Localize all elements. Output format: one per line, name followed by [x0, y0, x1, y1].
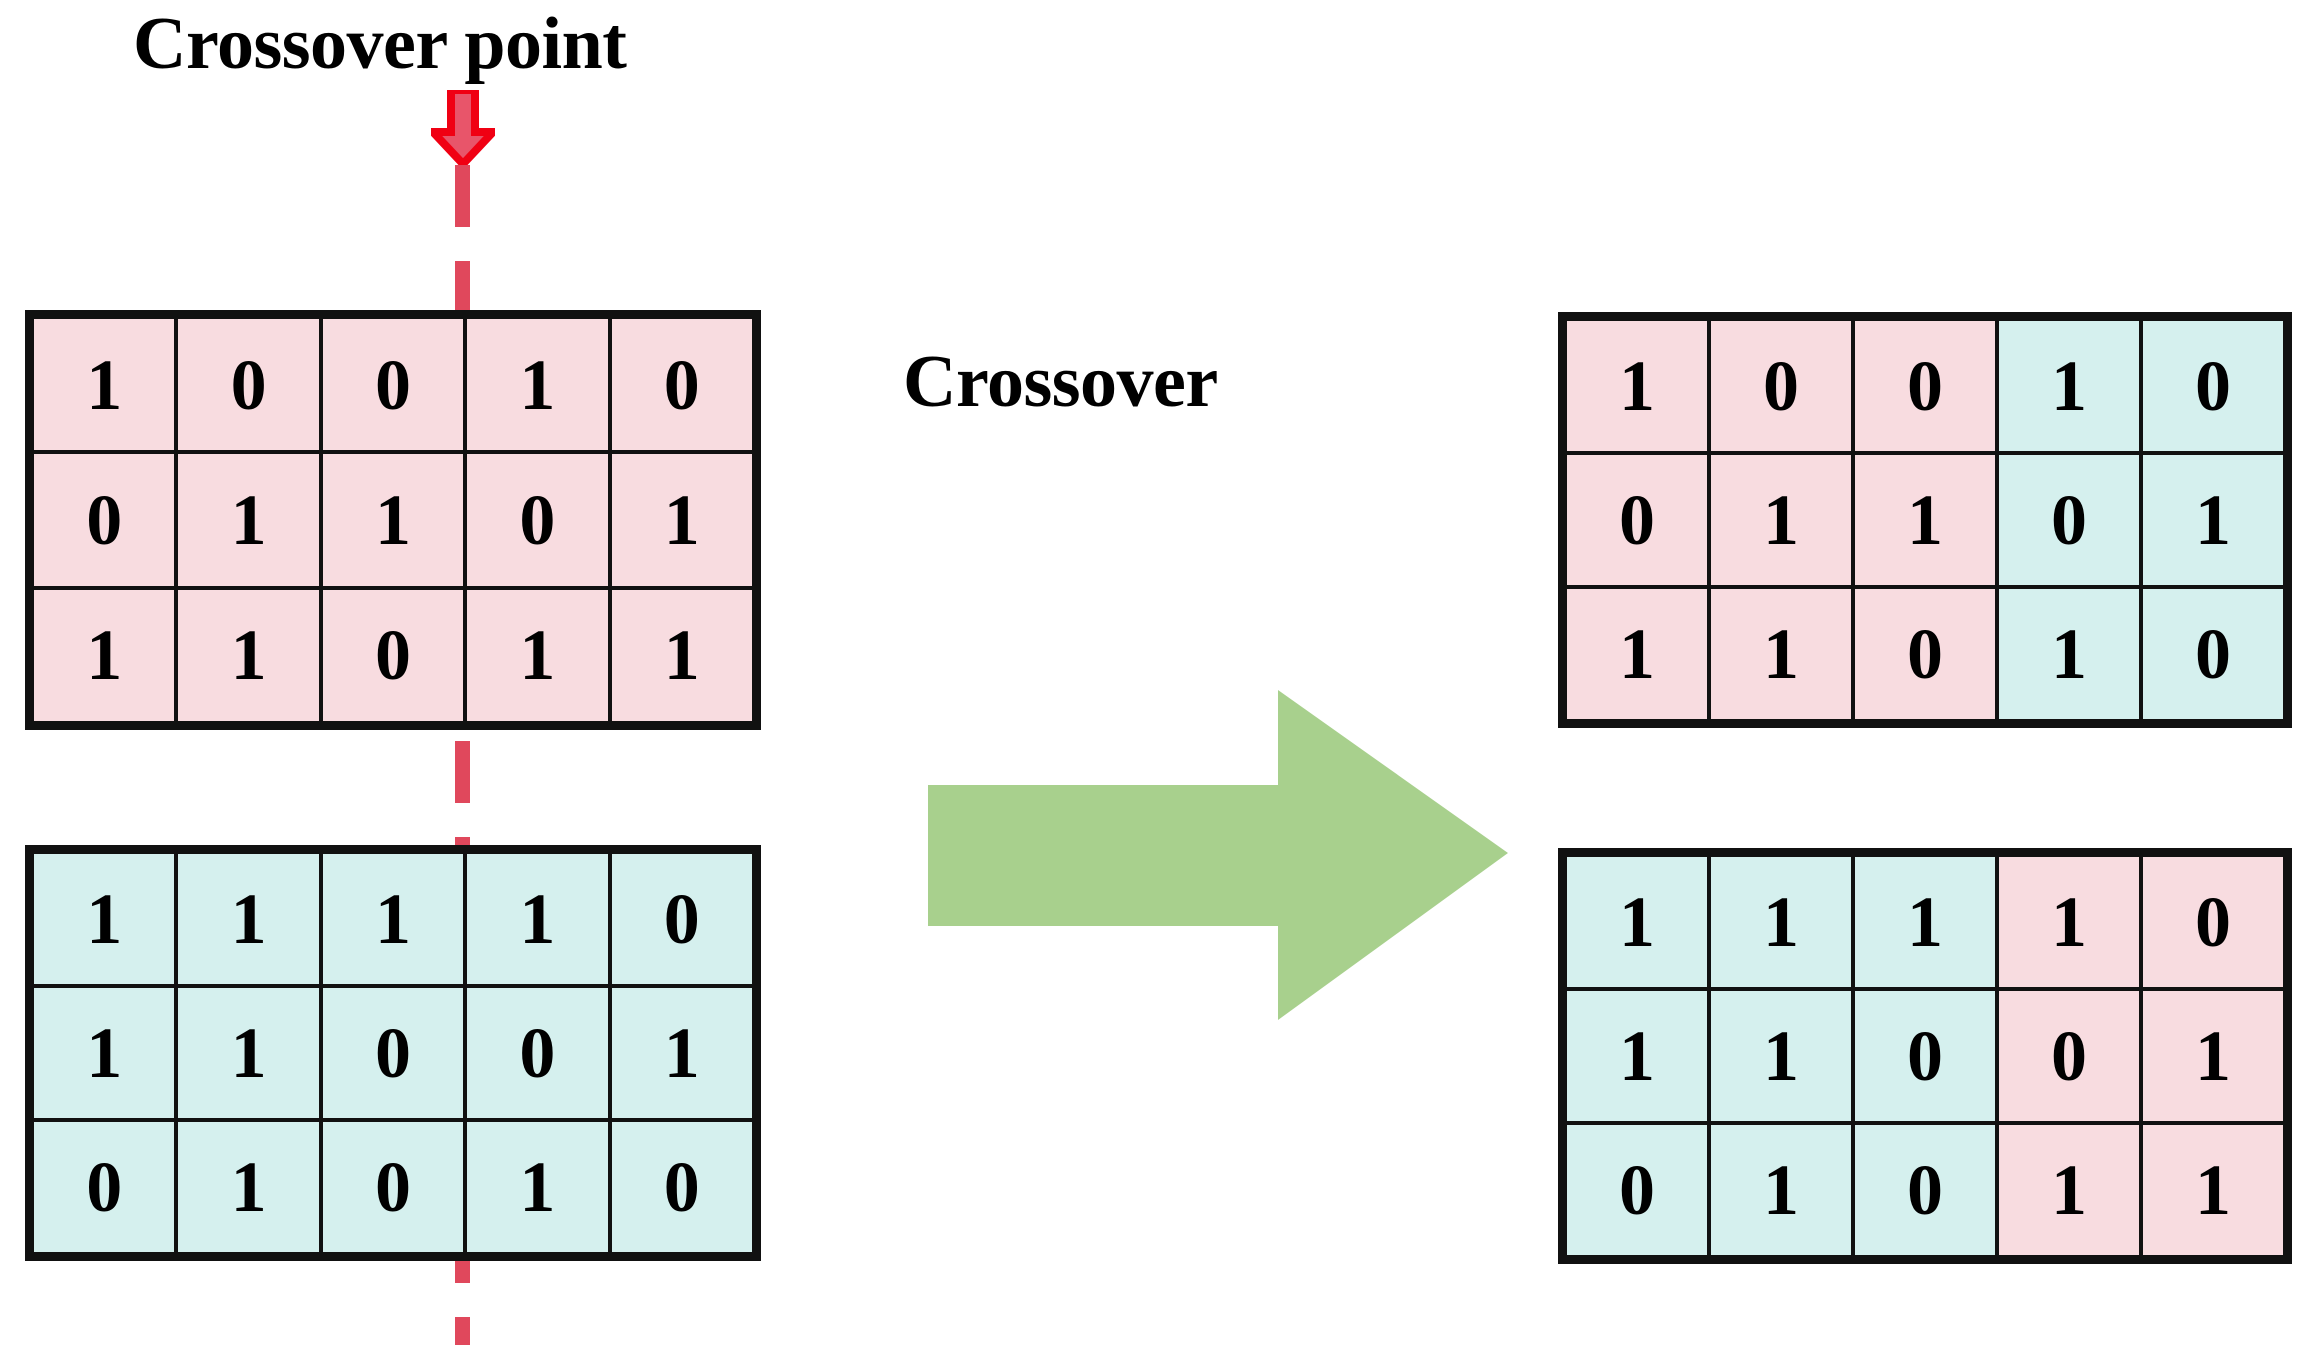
crossover-dash-segment	[455, 741, 470, 803]
gene-cell: 0	[1855, 991, 1995, 1121]
crossover-operation-right-arrow-icon	[928, 690, 1508, 1020]
gene-cell: 0	[322, 1122, 464, 1252]
gene-cell: 0	[1855, 321, 1995, 451]
gene-cell: 0	[322, 988, 464, 1118]
gene-cell: 0	[1567, 1125, 1707, 1255]
gene-cell: 1	[178, 589, 319, 721]
gene-cell: 1	[178, 1122, 319, 1252]
gene-cell: 1	[34, 988, 175, 1118]
gene-cell: 1	[1855, 455, 1995, 585]
gene-cell: 1	[34, 319, 175, 451]
gene-cell: 1	[2143, 1125, 2283, 1255]
gene-cell: 0	[2143, 857, 2283, 987]
gene-cell: 1	[1711, 1125, 1851, 1255]
gene-cell: 1	[467, 1122, 608, 1252]
gene-cell: 1	[467, 319, 608, 451]
gene-cell: 0	[178, 319, 319, 451]
gene-cell: 1	[467, 854, 608, 984]
gene-cell: 0	[1999, 991, 2139, 1121]
gene-cell: 1	[1999, 321, 2139, 451]
gene-cell: 1	[611, 589, 752, 721]
gene-cell: 0	[34, 454, 175, 586]
crossover-point-down-arrow-icon	[423, 86, 503, 170]
gene-cell: 1	[1567, 321, 1707, 451]
gene-cell: 0	[611, 319, 752, 451]
crossover-dash-segment	[455, 165, 470, 227]
gene-cell: 1	[1711, 857, 1851, 987]
gene-cell: 1	[1999, 589, 2139, 719]
gene-cell: 1	[178, 854, 319, 984]
gene-cell: 1	[611, 454, 752, 586]
gene-cell: 1	[322, 454, 464, 586]
gene-cell: 0	[1855, 589, 1995, 719]
gene-cell: 0	[1855, 1125, 1995, 1255]
gene-cell: 1	[34, 589, 175, 721]
gene-cell: 0	[1567, 455, 1707, 585]
gene-cell: 1	[178, 454, 319, 586]
gene-cell: 0	[611, 854, 752, 984]
gene-cell: 0	[1999, 455, 2139, 585]
gene-cell: 0	[2143, 321, 2283, 451]
gene-cell: 0	[322, 589, 464, 721]
gene-cell: 1	[1567, 589, 1707, 719]
gene-cell: 0	[1711, 321, 1851, 451]
gene-cell: 1	[2143, 455, 2283, 585]
gene-cell: 0	[2143, 589, 2283, 719]
gene-cell: 1	[1711, 991, 1851, 1121]
gene-cell: 1	[1999, 857, 2139, 987]
gene-cell: 0	[34, 1122, 175, 1252]
gene-cell: 1	[1855, 857, 1995, 987]
crossover-point-label: Crossover point	[133, 3, 627, 85]
gene-cell: 1	[467, 589, 608, 721]
gene-cell: 1	[178, 988, 319, 1118]
gene-cell: 1	[1711, 455, 1851, 585]
gene-cell: 1	[2143, 991, 2283, 1121]
crossover-dash-segment	[455, 1317, 470, 1345]
gene-cell: 1	[34, 854, 175, 984]
gene-cell: 0	[467, 988, 608, 1118]
crossover-dash-segment	[455, 261, 470, 323]
gene-cell: 0	[611, 1122, 752, 1252]
gene-cell: 1	[611, 988, 752, 1118]
gene-cell: 1	[322, 854, 464, 984]
gene-cell: 0	[322, 319, 464, 451]
gene-cell: 1	[1999, 1125, 2139, 1255]
crossover-operation-label: Crossover	[903, 341, 1218, 423]
gene-cell: 1	[1567, 857, 1707, 987]
gene-cell: 1	[1711, 589, 1851, 719]
gene-cell: 1	[1567, 991, 1707, 1121]
gene-cell: 0	[467, 454, 608, 586]
